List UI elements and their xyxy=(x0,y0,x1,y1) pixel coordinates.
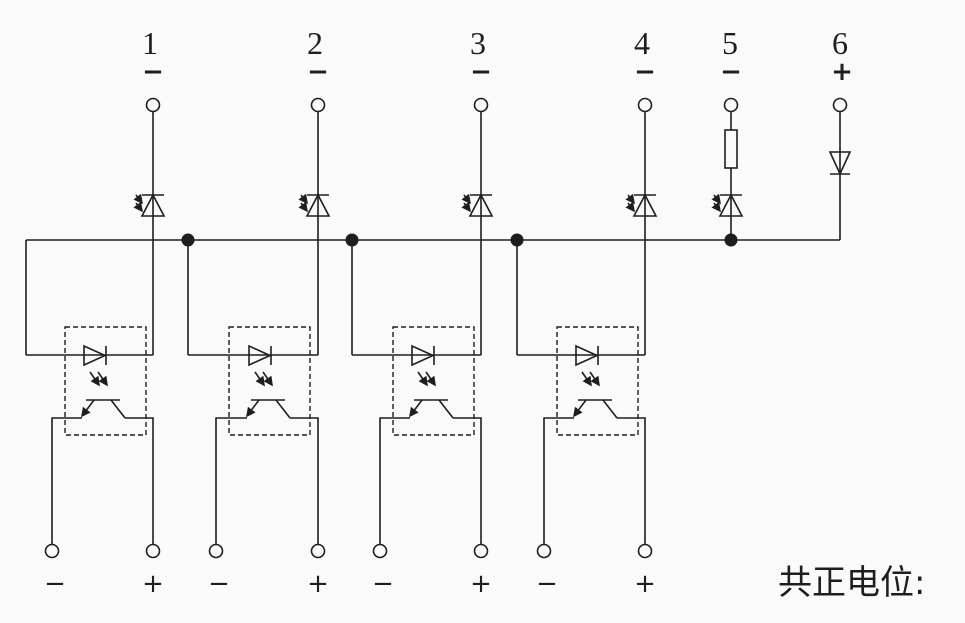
channel-1: 1 − − + xyxy=(25,25,166,599)
phototransistor-emitter xyxy=(81,399,95,418)
diode-icon xyxy=(828,151,852,176)
terminal-number: 2 xyxy=(307,25,323,61)
output-polarity-plus: + xyxy=(307,569,329,599)
terminal-polarity: − xyxy=(634,57,656,87)
terminal-number: 4 xyxy=(634,25,650,61)
terminal-polarity: − xyxy=(720,57,742,87)
optical-arrow xyxy=(97,371,108,387)
terminal-number: 3 xyxy=(470,25,486,61)
terminal-polarity: − xyxy=(307,57,329,87)
optocoupler-box xyxy=(556,326,639,436)
output-terminal-minus xyxy=(208,543,224,559)
output-polarity-plus: + xyxy=(142,569,164,599)
output-wire-left xyxy=(379,417,410,545)
phototransistor-emitter xyxy=(573,399,587,418)
channel-3: 3 − − + xyxy=(351,25,494,599)
light-arrow xyxy=(298,201,308,213)
optocoupler-box xyxy=(392,326,475,436)
optical-arrow xyxy=(262,371,273,387)
output-terminal-plus xyxy=(310,543,326,559)
optocoupler-led-icon xyxy=(83,344,107,367)
terminal-polarity: − xyxy=(470,57,492,87)
channel-2: 2 − − + xyxy=(187,25,331,599)
terminal-5-branch: 5 − xyxy=(711,25,744,240)
output-wire-right xyxy=(617,417,646,545)
phototransistor-collector xyxy=(275,399,291,419)
terminal-polarity: − xyxy=(142,57,164,87)
junction-dot xyxy=(724,233,738,247)
output-terminal-minus xyxy=(372,543,388,559)
junction-dot xyxy=(181,233,195,247)
indicator-led-icon xyxy=(632,193,658,217)
indicator-led-icon xyxy=(305,193,331,217)
input-terminal xyxy=(145,97,161,113)
phototransistor-emitter xyxy=(246,399,260,418)
output-wire-right xyxy=(290,417,319,545)
output-terminal-minus xyxy=(536,543,552,559)
output-polarity-minus: − xyxy=(536,569,558,599)
output-wire-left xyxy=(543,417,574,545)
phototransistor-collector xyxy=(110,399,126,419)
input-terminal xyxy=(473,97,489,113)
terminal-6-branch: 6 + xyxy=(828,25,853,240)
light-arrow xyxy=(461,193,471,205)
optical-arrow xyxy=(89,371,100,387)
phototransistor-emitter xyxy=(409,399,423,418)
input-terminal xyxy=(310,97,326,113)
optical-arrow xyxy=(581,371,592,387)
optocoupler-box xyxy=(228,326,311,436)
indicator-led-icon xyxy=(718,193,744,217)
output-polarity-plus: + xyxy=(634,569,656,599)
light-arrow xyxy=(711,201,721,213)
light-arrow xyxy=(625,201,635,213)
optical-arrow xyxy=(425,371,436,387)
optocoupler-led-icon xyxy=(248,344,272,367)
light-arrow xyxy=(711,193,721,205)
light-arrow xyxy=(625,193,635,205)
optical-arrow xyxy=(254,371,265,387)
output-wire-right xyxy=(125,417,154,545)
output-terminal-plus xyxy=(473,543,489,559)
junction-dot xyxy=(510,233,524,247)
output-wire-right xyxy=(453,417,482,545)
indicator-led-icon xyxy=(468,193,494,217)
input-terminal xyxy=(832,97,848,113)
light-arrow xyxy=(461,201,471,213)
channel-4: 4 − − + xyxy=(516,25,658,599)
output-terminal-minus xyxy=(44,543,60,559)
terminal-number: 6 xyxy=(832,25,848,61)
output-polarity-minus: − xyxy=(208,569,230,599)
terminal-number: 5 xyxy=(722,25,738,61)
input-terminal xyxy=(637,97,653,113)
optical-arrow xyxy=(417,371,428,387)
optocoupler-box xyxy=(64,326,147,436)
output-polarity-minus: − xyxy=(372,569,394,599)
terminal-polarity: + xyxy=(831,57,853,87)
resistor-icon xyxy=(724,129,738,169)
input-terminal xyxy=(723,97,739,113)
phototransistor-collector xyxy=(438,399,454,419)
light-arrow xyxy=(133,193,143,205)
light-arrow xyxy=(298,193,308,205)
terminal-number: 1 xyxy=(142,25,158,61)
junction-dot xyxy=(345,233,359,247)
phototransistor-collector xyxy=(602,399,618,419)
output-terminal-plus xyxy=(145,543,161,559)
output-polarity-plus: + xyxy=(470,569,492,599)
optocoupler-led-icon xyxy=(411,344,435,367)
indicator-led-icon xyxy=(140,193,166,217)
output-terminal-plus xyxy=(637,543,653,559)
optical-arrow xyxy=(589,371,600,387)
optocoupler-led-icon xyxy=(575,344,599,367)
caption: 共正电位: xyxy=(778,563,925,603)
light-arrow xyxy=(133,201,143,213)
output-polarity-minus: − xyxy=(44,569,66,599)
output-wire-left xyxy=(51,417,82,545)
output-wire-left xyxy=(215,417,247,545)
